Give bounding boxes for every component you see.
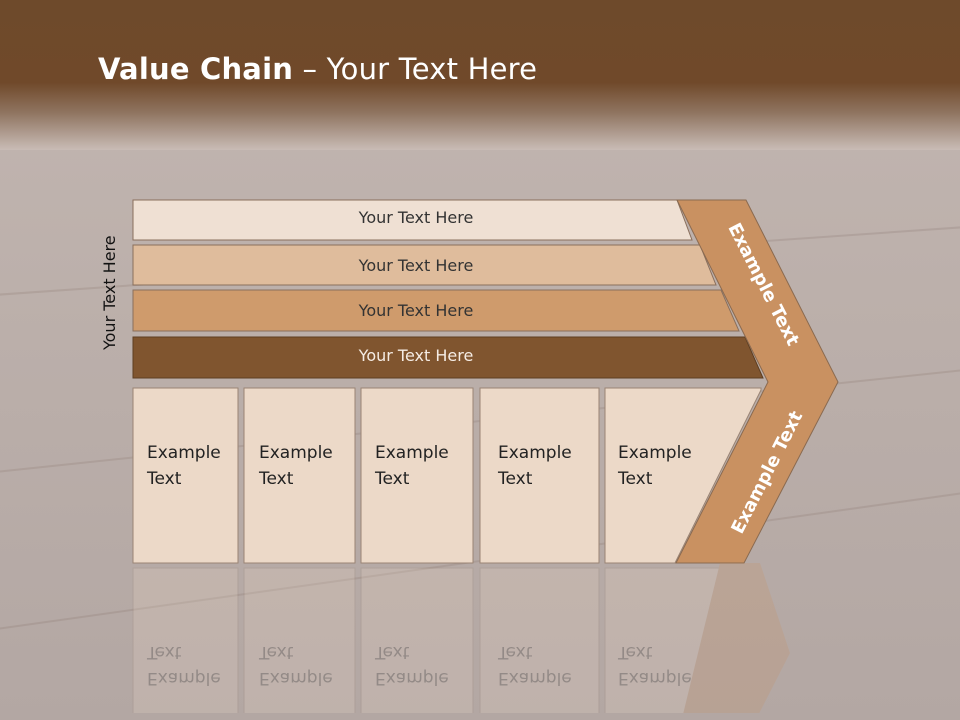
header-band bbox=[0, 0, 960, 150]
column-1-shape bbox=[132, 387, 239, 564]
bar-2-label: Your Text Here bbox=[358, 256, 474, 275]
bar-1-label: Your Text Here bbox=[358, 208, 474, 227]
reflection-text-5: Example Text bbox=[618, 642, 692, 688]
chevron-arrow-shape bbox=[675, 199, 839, 564]
reflection-text-4: Example Text bbox=[498, 642, 572, 688]
column-1-label: Example Text bbox=[147, 443, 221, 489]
bar-3-shape bbox=[132, 289, 740, 332]
column-5-label: Example Text bbox=[618, 443, 692, 489]
column-2-shape bbox=[243, 387, 356, 564]
column-4-shape bbox=[479, 387, 600, 564]
diagram-reflection: Example Text Example Text Example Text E… bbox=[0, 563, 960, 713]
slide-title: Value Chain – Your Text Here bbox=[98, 52, 537, 86]
column-2-label: Example Text bbox=[259, 443, 333, 489]
reflection-shapes bbox=[132, 563, 790, 713]
bar-1-shape bbox=[132, 199, 693, 241]
column-5-shape bbox=[604, 387, 762, 564]
column-3-label: Example Text bbox=[375, 443, 449, 489]
column-3-shape bbox=[360, 387, 474, 564]
reflection-text-3: Example Text bbox=[375, 642, 449, 688]
column-4-label: Example Text bbox=[498, 443, 572, 489]
reflection-text-1: Example Text bbox=[147, 642, 221, 688]
bar-4-label: Your Text Here bbox=[358, 346, 474, 365]
title-rest: – Your Text Here bbox=[293, 52, 538, 86]
title-bold: Value Chain bbox=[98, 52, 294, 86]
bar-4-shape bbox=[132, 336, 764, 379]
bar-2-shape bbox=[132, 244, 717, 286]
reflection-text-2: Example Text bbox=[259, 642, 333, 688]
bar-3-label: Your Text Here bbox=[358, 301, 474, 320]
